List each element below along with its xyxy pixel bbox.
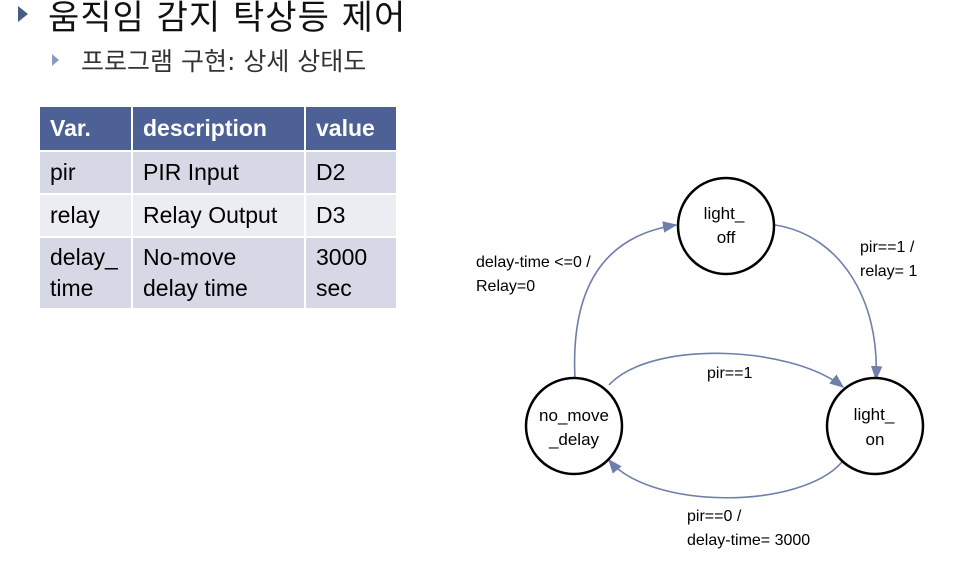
- cell-var-line2: time: [50, 275, 94, 301]
- table-header-row: Var. description value: [38, 105, 398, 152]
- edge-label-off-to-on-line2: relay= 1: [860, 263, 917, 280]
- transition-off-to-on: [774, 224, 883, 381]
- state-label-line1: light_: [854, 405, 895, 424]
- header-value: value: [304, 105, 398, 152]
- edge-label-delay-to-off-line1: delay-time <=0 /: [476, 254, 591, 271]
- cell-var: delay_ time: [38, 236, 133, 310]
- cell-value: 3000 sec: [304, 236, 398, 310]
- cell-var-line1: delay_: [50, 244, 118, 270]
- slide-title: 움직임 감지 탁상등 제어: [48, 0, 407, 38]
- edge-label-delay-to-off-line2: Relay=0: [476, 278, 535, 295]
- header-var: Var.: [38, 105, 133, 152]
- table-row: pir PIR Input D2: [38, 150, 398, 195]
- state-label-line2: _delay: [548, 430, 600, 449]
- slide-subtitle-row: 프로그램 구현: 상세 상태도: [52, 42, 366, 78]
- triangle-bullet-icon: [52, 54, 59, 66]
- triangle-bullet-icon: [18, 6, 28, 22]
- state-circle: [825, 376, 925, 476]
- state-label-line2: on: [866, 430, 885, 449]
- transition-on-to-delay: [608, 458, 843, 499]
- variables-table: Var. description value pir PIR Input D2 …: [38, 105, 398, 310]
- cell-value-line1: 3000: [316, 244, 368, 270]
- cell-description: Relay Output: [131, 193, 306, 238]
- cell-description-line2: delay time: [143, 275, 248, 301]
- cell-var: pir: [38, 150, 133, 195]
- cell-value: D2: [304, 150, 398, 195]
- cell-description: No-move delay time: [131, 236, 306, 310]
- header-description: description: [131, 105, 306, 152]
- cell-value-line2: sec: [316, 275, 352, 301]
- edge-label-off-to-on-line1: pir==1 /: [860, 239, 915, 256]
- state-circle: [676, 176, 776, 276]
- cell-value: D3: [304, 193, 398, 238]
- slide-title-row: 움직임 감지 탁상등 제어: [18, 0, 407, 38]
- table-row: relay Relay Output D3: [38, 193, 398, 238]
- transition-delay-to-on: [608, 352, 845, 388]
- edge-label-delay-to-on: pir==1: [707, 365, 752, 382]
- state-label-line1: light_: [704, 204, 745, 223]
- transition-delay-to-off: [573, 221, 678, 380]
- slide-subtitle: 프로그램 구현: 상세 상태도: [81, 47, 367, 76]
- cell-description-line1: No-move: [143, 244, 237, 270]
- cell-var: relay: [38, 193, 133, 238]
- edge-label-on-to-delay-line2: delay-time= 3000: [687, 532, 810, 549]
- state-label-line2: off: [717, 228, 736, 247]
- table-row: delay_ time No-move delay time 3000 sec: [38, 236, 398, 310]
- state-light-off: light_ off: [676, 176, 776, 276]
- state-no-move-delay: no_move _delay: [524, 376, 624, 476]
- state-circle: [524, 376, 624, 476]
- cell-description: PIR Input: [131, 150, 306, 195]
- edge-label-on-to-delay-line1: pir==0 /: [687, 508, 742, 525]
- state-light-on: light_ on: [825, 376, 925, 476]
- state-label-line1: no_move: [539, 406, 609, 425]
